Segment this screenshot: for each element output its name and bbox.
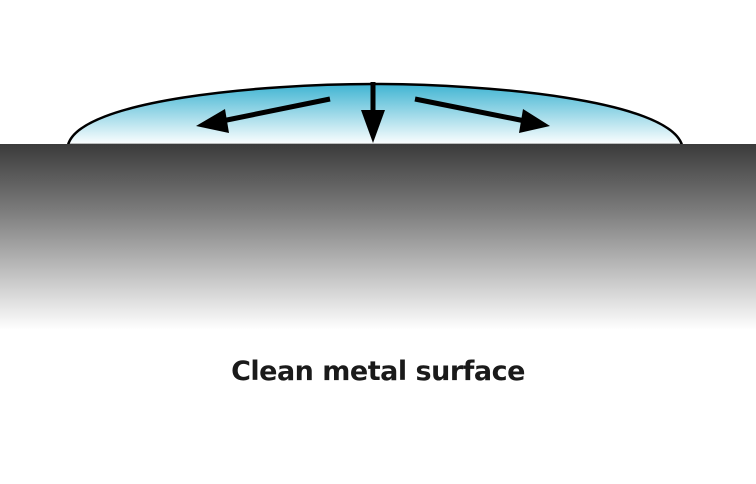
- metal-surface: [0, 144, 756, 330]
- downward-arrow: [361, 82, 385, 143]
- spread-left-arrow: [196, 96, 331, 133]
- diagram-caption: Clean metal surface: [231, 356, 525, 387]
- spread-right-arrow: [414, 96, 550, 133]
